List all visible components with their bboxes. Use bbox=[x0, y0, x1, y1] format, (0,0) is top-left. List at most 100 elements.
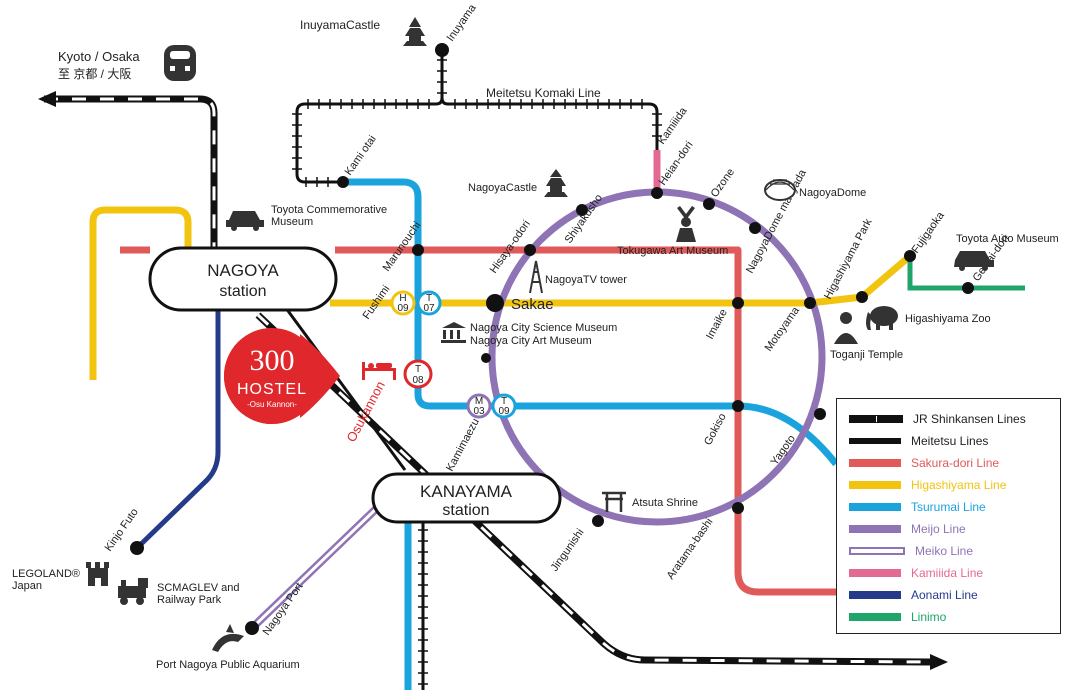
legend-item: Meitetsu Lines bbox=[849, 431, 988, 451]
legend-item: Aonami Line bbox=[849, 585, 978, 605]
museum-icon bbox=[441, 322, 466, 343]
legend-item: Higashiyama Line bbox=[849, 475, 1006, 495]
station-dot-marunouchi bbox=[412, 244, 424, 256]
legend-label: Meiko Line bbox=[915, 544, 974, 558]
art-museum-label: Nagoya City Art Museum bbox=[470, 335, 592, 347]
svg-text:M: M bbox=[475, 396, 483, 407]
legend-label: Higashiyama Line bbox=[911, 478, 1007, 492]
label-ozone[interactable]: Ozone bbox=[709, 166, 737, 199]
legend-swatch bbox=[849, 613, 901, 621]
samurai-icon bbox=[676, 206, 696, 242]
nagoya-dome-label: NagoyaDome bbox=[799, 187, 866, 199]
legend-item: Meijo Line bbox=[849, 519, 966, 539]
nagoya-station[interactable]: NAGOYA station bbox=[148, 246, 338, 312]
svg-text:09: 09 bbox=[498, 406, 510, 417]
svg-text:T: T bbox=[415, 364, 421, 375]
buddha-icon bbox=[834, 312, 858, 344]
station-dot-sakae bbox=[486, 294, 504, 312]
legend-item: JR Shinkansen Lines bbox=[849, 409, 1026, 429]
legend-swatch bbox=[849, 569, 901, 577]
station-dot-yagoto bbox=[814, 408, 826, 420]
car-icon bbox=[226, 211, 264, 231]
svg-text:09: 09 bbox=[397, 303, 409, 314]
kyoto-osaka-label: Kyoto / Osaka bbox=[58, 49, 140, 64]
bullet-train-icon bbox=[164, 45, 196, 81]
kanayama-station[interactable]: KANAYAMA station bbox=[371, 472, 562, 524]
station-dot-motoyama bbox=[804, 297, 816, 309]
svg-text:T: T bbox=[501, 396, 507, 407]
steam-train-icon bbox=[118, 578, 148, 605]
station-dot-aratama-bashi bbox=[732, 502, 744, 514]
eastbound-arrow-icon bbox=[930, 654, 948, 670]
station-dot-heian-dori bbox=[651, 187, 663, 199]
legend-label: Aonami Line bbox=[911, 588, 978, 602]
svg-text:T: T bbox=[426, 293, 432, 304]
legoland-castle-icon bbox=[86, 562, 109, 586]
castle-icon bbox=[403, 17, 427, 46]
label-sakae[interactable]: Sakae bbox=[511, 296, 554, 313]
linimo-line bbox=[907, 256, 1025, 291]
station-dot-fujigaoka bbox=[904, 250, 916, 262]
dome-icon bbox=[764, 179, 796, 201]
aonami-line bbox=[135, 300, 221, 550]
kyoto-osaka-jp-label: 至 京都 / 大阪 bbox=[58, 67, 131, 81]
legend-item: Meiko Line bbox=[849, 541, 973, 561]
label-heian-dori[interactable]: Heian-dori bbox=[657, 139, 696, 187]
hostel-name: HOSTEL bbox=[237, 381, 307, 398]
station-dot-nagoyadome bbox=[749, 222, 761, 234]
label-inuyama[interactable]: Inuyama bbox=[445, 2, 480, 44]
label-kamimaezu[interactable]: Kamimaezu bbox=[444, 416, 482, 473]
label-imaike[interactable]: Imaike bbox=[704, 307, 730, 341]
bed-icon bbox=[362, 362, 396, 380]
station-dot-geidai-dori bbox=[962, 282, 974, 294]
toyota-museum-label-1: Toyota Commemorative bbox=[271, 204, 387, 216]
station-dots bbox=[130, 43, 974, 635]
komaki-line-label: Meitetsu Komaki Line bbox=[486, 86, 601, 100]
label-jingunishi[interactable]: Jingunishi bbox=[549, 527, 587, 574]
legend-label: Kamiiida Line bbox=[911, 566, 984, 580]
legend-item: Kamiiida Line bbox=[849, 563, 983, 583]
hostel-marker[interactable]: 300 HOSTEL -Osu Kannon- bbox=[224, 328, 340, 424]
hostel-number: 300 bbox=[250, 344, 295, 377]
station-dot-nagoya-port bbox=[245, 621, 259, 635]
legend-swatch bbox=[849, 503, 901, 511]
legend-item: Tsurumai Line bbox=[849, 497, 986, 517]
station-dot-ozone bbox=[703, 198, 715, 210]
station-dot-inuyama bbox=[435, 43, 449, 57]
station-dot-shiyakusho bbox=[576, 204, 588, 216]
label-motoyama[interactable]: Motoyama bbox=[763, 304, 803, 354]
higashiyama-zoo-label: Higashiyama Zoo bbox=[905, 313, 991, 325]
badge-fushimi-t: T 07 bbox=[416, 290, 442, 316]
inuyama-castle-label: InuyamaCastle bbox=[300, 18, 380, 32]
legend-label: Tsurumai Line bbox=[911, 500, 986, 514]
badge-osu-t: T 08 bbox=[403, 359, 433, 389]
toyota-auto-label: Toyota Auto Museum bbox=[956, 233, 1059, 245]
label-fujigaoka[interactable]: Fujigaoka bbox=[910, 209, 948, 256]
label-gokiso[interactable]: Gokiso bbox=[702, 412, 729, 448]
toyota-museum-label-2: Museum bbox=[271, 216, 313, 228]
tv-tower-label: NagoyaTV tower bbox=[545, 274, 627, 286]
nagoya-castle-icon bbox=[544, 169, 568, 197]
nagoya-castle-label: NagoyaCastle bbox=[468, 182, 537, 194]
kanayama-station-sub: station bbox=[442, 502, 489, 519]
legend-swatch bbox=[849, 415, 903, 423]
svg-text:07: 07 bbox=[423, 303, 435, 314]
label-kami-otai[interactable]: Kami otai bbox=[343, 133, 379, 177]
svg-text:08: 08 bbox=[412, 375, 424, 386]
tokugawa-label: Tokugawa Art Museum bbox=[617, 245, 728, 257]
legend-swatch bbox=[849, 591, 901, 599]
station-dot-imaike bbox=[732, 297, 744, 309]
dolphin-icon bbox=[212, 624, 244, 652]
legend-label: Meitetsu Lines bbox=[911, 434, 989, 448]
legend-label: Sakura-dori Line bbox=[911, 456, 1000, 470]
legend-label: Meijo Line bbox=[911, 522, 966, 536]
elephant-icon bbox=[866, 306, 898, 330]
station-dot-kami-otai bbox=[337, 176, 349, 188]
legend-label: JR Shinkansen Lines bbox=[913, 412, 1026, 426]
station-dot-gokiso bbox=[732, 400, 744, 412]
legend-swatch bbox=[849, 525, 901, 533]
station-dot-hisaya-odori bbox=[524, 244, 536, 256]
label-aratama-bashi[interactable]: Aratama-bashi bbox=[665, 516, 716, 581]
